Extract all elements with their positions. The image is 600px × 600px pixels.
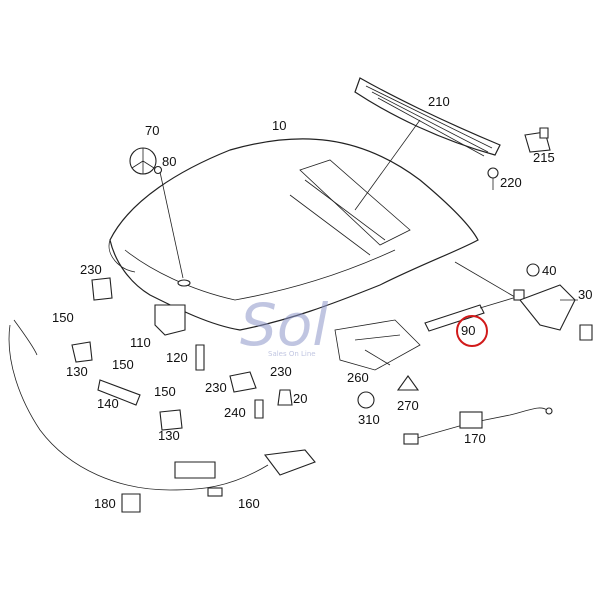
- cable-160: [8, 319, 316, 497]
- label-layer: 10 20 30 40 70 80 90 110 120 130 130 140…: [52, 94, 592, 511]
- label-230a: 230: [80, 262, 102, 277]
- label-240: 240: [224, 405, 246, 420]
- grille-210: [354, 77, 501, 157]
- clip-130b: [159, 409, 183, 431]
- clip-130a: [71, 341, 93, 363]
- label-70: 70: [145, 123, 159, 138]
- hinge-215: [524, 127, 551, 153]
- bolt-120: [195, 344, 205, 371]
- bolt-220: [487, 167, 499, 190]
- label-215: 215: [533, 150, 555, 165]
- label-10: 10: [272, 118, 286, 133]
- label-150c: 150: [154, 384, 176, 399]
- label-150a: 150: [52, 310, 74, 325]
- label-270: 270: [397, 398, 419, 413]
- label-210: 210: [428, 94, 450, 109]
- bracket-110: [154, 304, 186, 336]
- label-150b: 150: [112, 357, 134, 372]
- plug-310: [357, 391, 375, 409]
- clip-180: [121, 493, 141, 513]
- watermark-tagline: Sales On Line: [268, 350, 316, 358]
- highlight-circle: [456, 315, 488, 347]
- label-230c: 230: [270, 364, 292, 379]
- label-80: 80: [162, 154, 176, 169]
- label-120: 120: [166, 350, 188, 365]
- label-140: 140: [97, 396, 119, 411]
- emblem-70: [129, 147, 184, 279]
- label-40: 40: [542, 263, 556, 278]
- label-180: 180: [94, 496, 116, 511]
- clip-20: [277, 389, 293, 406]
- cable-170: [403, 407, 553, 445]
- label-310: 310: [358, 412, 380, 427]
- label-230b: 230: [205, 380, 227, 395]
- label-130b: 130: [158, 428, 180, 443]
- label-110: 110: [130, 335, 151, 350]
- buffer-270: [396, 375, 420, 391]
- label-220: 220: [500, 175, 522, 190]
- label-260: 260: [347, 370, 369, 385]
- latch-260: [334, 319, 421, 371]
- label-130a: 130: [66, 364, 88, 379]
- clip-230b: [229, 371, 257, 393]
- leader-210: [354, 119, 421, 211]
- label-160: 160: [238, 496, 260, 511]
- clip-230a: [91, 277, 113, 301]
- bolt-240: [254, 399, 264, 419]
- label-90: 90: [461, 323, 475, 338]
- bracket-with-lock: [174, 461, 216, 479]
- watermark-text: Sol: [240, 291, 328, 359]
- label-170: 170: [464, 431, 486, 446]
- bracket-140: [97, 379, 141, 406]
- label-20: 20: [293, 391, 307, 406]
- watermark: Sol Sales On Line: [240, 291, 328, 359]
- label-30: 30: [578, 287, 592, 302]
- hinge-30: [519, 263, 593, 341]
- gas-strut-90: [424, 289, 525, 332]
